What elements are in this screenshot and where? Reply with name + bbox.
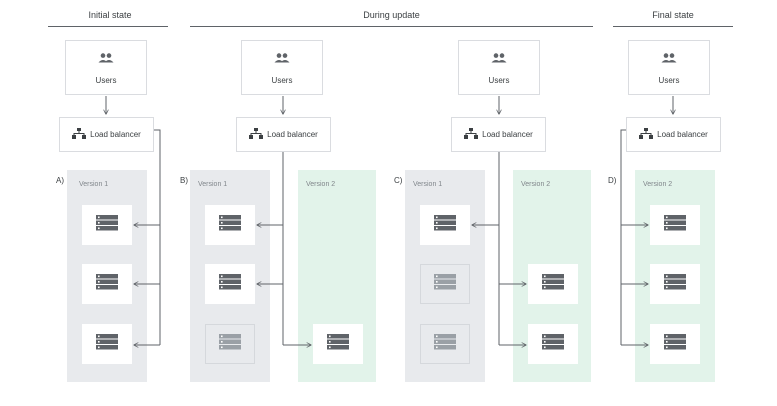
server-icon bbox=[219, 273, 241, 295]
server-node bbox=[528, 264, 578, 304]
server-icon bbox=[434, 273, 456, 295]
version-label: Version 2 bbox=[643, 181, 673, 188]
load-balancer-box: Load balancer bbox=[236, 117, 331, 152]
load-balancer-icon bbox=[639, 128, 654, 141]
server-node bbox=[650, 205, 700, 245]
version-label: Version 2 bbox=[521, 181, 551, 188]
lb-routing-a bbox=[134, 129, 161, 345]
users-label: Users bbox=[271, 76, 293, 85]
server-node bbox=[528, 324, 578, 364]
server-node bbox=[82, 324, 132, 364]
server-node-inactive bbox=[205, 324, 255, 364]
server-icon bbox=[96, 333, 118, 355]
step-letter-a: A) bbox=[56, 176, 64, 185]
server-icon bbox=[664, 214, 686, 236]
users-box: Users bbox=[628, 40, 710, 95]
server-node bbox=[205, 264, 255, 304]
version-label: Version 2 bbox=[306, 181, 336, 188]
users-icon bbox=[661, 50, 677, 68]
server-node bbox=[650, 264, 700, 304]
load-balancer-icon bbox=[72, 128, 87, 141]
lb-routing-d bbox=[620, 129, 648, 345]
version-label: Version 1 bbox=[413, 181, 443, 188]
load-balancer-icon bbox=[249, 128, 264, 141]
header-final-state: Final state bbox=[652, 10, 694, 20]
server-icon bbox=[434, 333, 456, 355]
server-icon bbox=[434, 214, 456, 236]
load-balancer-label: Load balancer bbox=[267, 130, 318, 139]
step-letter-b: B) bbox=[180, 176, 188, 185]
step-letter-c: C) bbox=[394, 176, 403, 185]
lb-routing-c bbox=[472, 152, 526, 345]
users-box: Users bbox=[65, 40, 147, 95]
header-during-underline bbox=[190, 26, 593, 27]
server-node-inactive bbox=[420, 264, 470, 304]
server-node bbox=[82, 205, 132, 245]
users-label: Users bbox=[95, 76, 117, 85]
server-node bbox=[82, 264, 132, 304]
server-icon bbox=[664, 273, 686, 295]
version-label: Version 1 bbox=[198, 181, 228, 188]
server-icon bbox=[542, 273, 564, 295]
load-balancer-label: Load balancer bbox=[90, 130, 141, 139]
load-balancer-box: Load balancer bbox=[451, 117, 546, 152]
header-initial-state: Initial state bbox=[88, 10, 132, 20]
step-letter-d: D) bbox=[608, 176, 617, 185]
header-during-update: During update bbox=[363, 10, 420, 20]
load-balancer-label: Load balancer bbox=[482, 130, 533, 139]
lb-routing-b bbox=[257, 152, 311, 345]
users-label: Users bbox=[488, 76, 510, 85]
server-node bbox=[420, 205, 470, 245]
users-icon bbox=[491, 50, 507, 68]
users-label: Users bbox=[658, 76, 680, 85]
header-initial-underline bbox=[48, 26, 168, 27]
server-icon bbox=[664, 333, 686, 355]
server-node bbox=[650, 324, 700, 364]
server-icon bbox=[542, 333, 564, 355]
users-icon bbox=[98, 50, 114, 68]
server-node bbox=[205, 205, 255, 245]
server-icon bbox=[96, 214, 118, 236]
load-balancer-box: Load balancer bbox=[59, 117, 154, 152]
users-box: Users bbox=[241, 40, 323, 95]
server-node bbox=[313, 324, 363, 364]
server-icon bbox=[219, 333, 241, 355]
server-icon bbox=[96, 273, 118, 295]
load-balancer-label: Load balancer bbox=[657, 130, 708, 139]
header-final-underline bbox=[613, 26, 733, 27]
load-balancer-box: Load balancer bbox=[626, 117, 721, 152]
server-icon bbox=[219, 214, 241, 236]
users-icon bbox=[274, 50, 290, 68]
version-label: Version 1 bbox=[79, 181, 109, 188]
users-box: Users bbox=[458, 40, 540, 95]
load-balancer-icon bbox=[464, 128, 479, 141]
server-icon bbox=[327, 333, 349, 355]
server-node-inactive bbox=[420, 324, 470, 364]
